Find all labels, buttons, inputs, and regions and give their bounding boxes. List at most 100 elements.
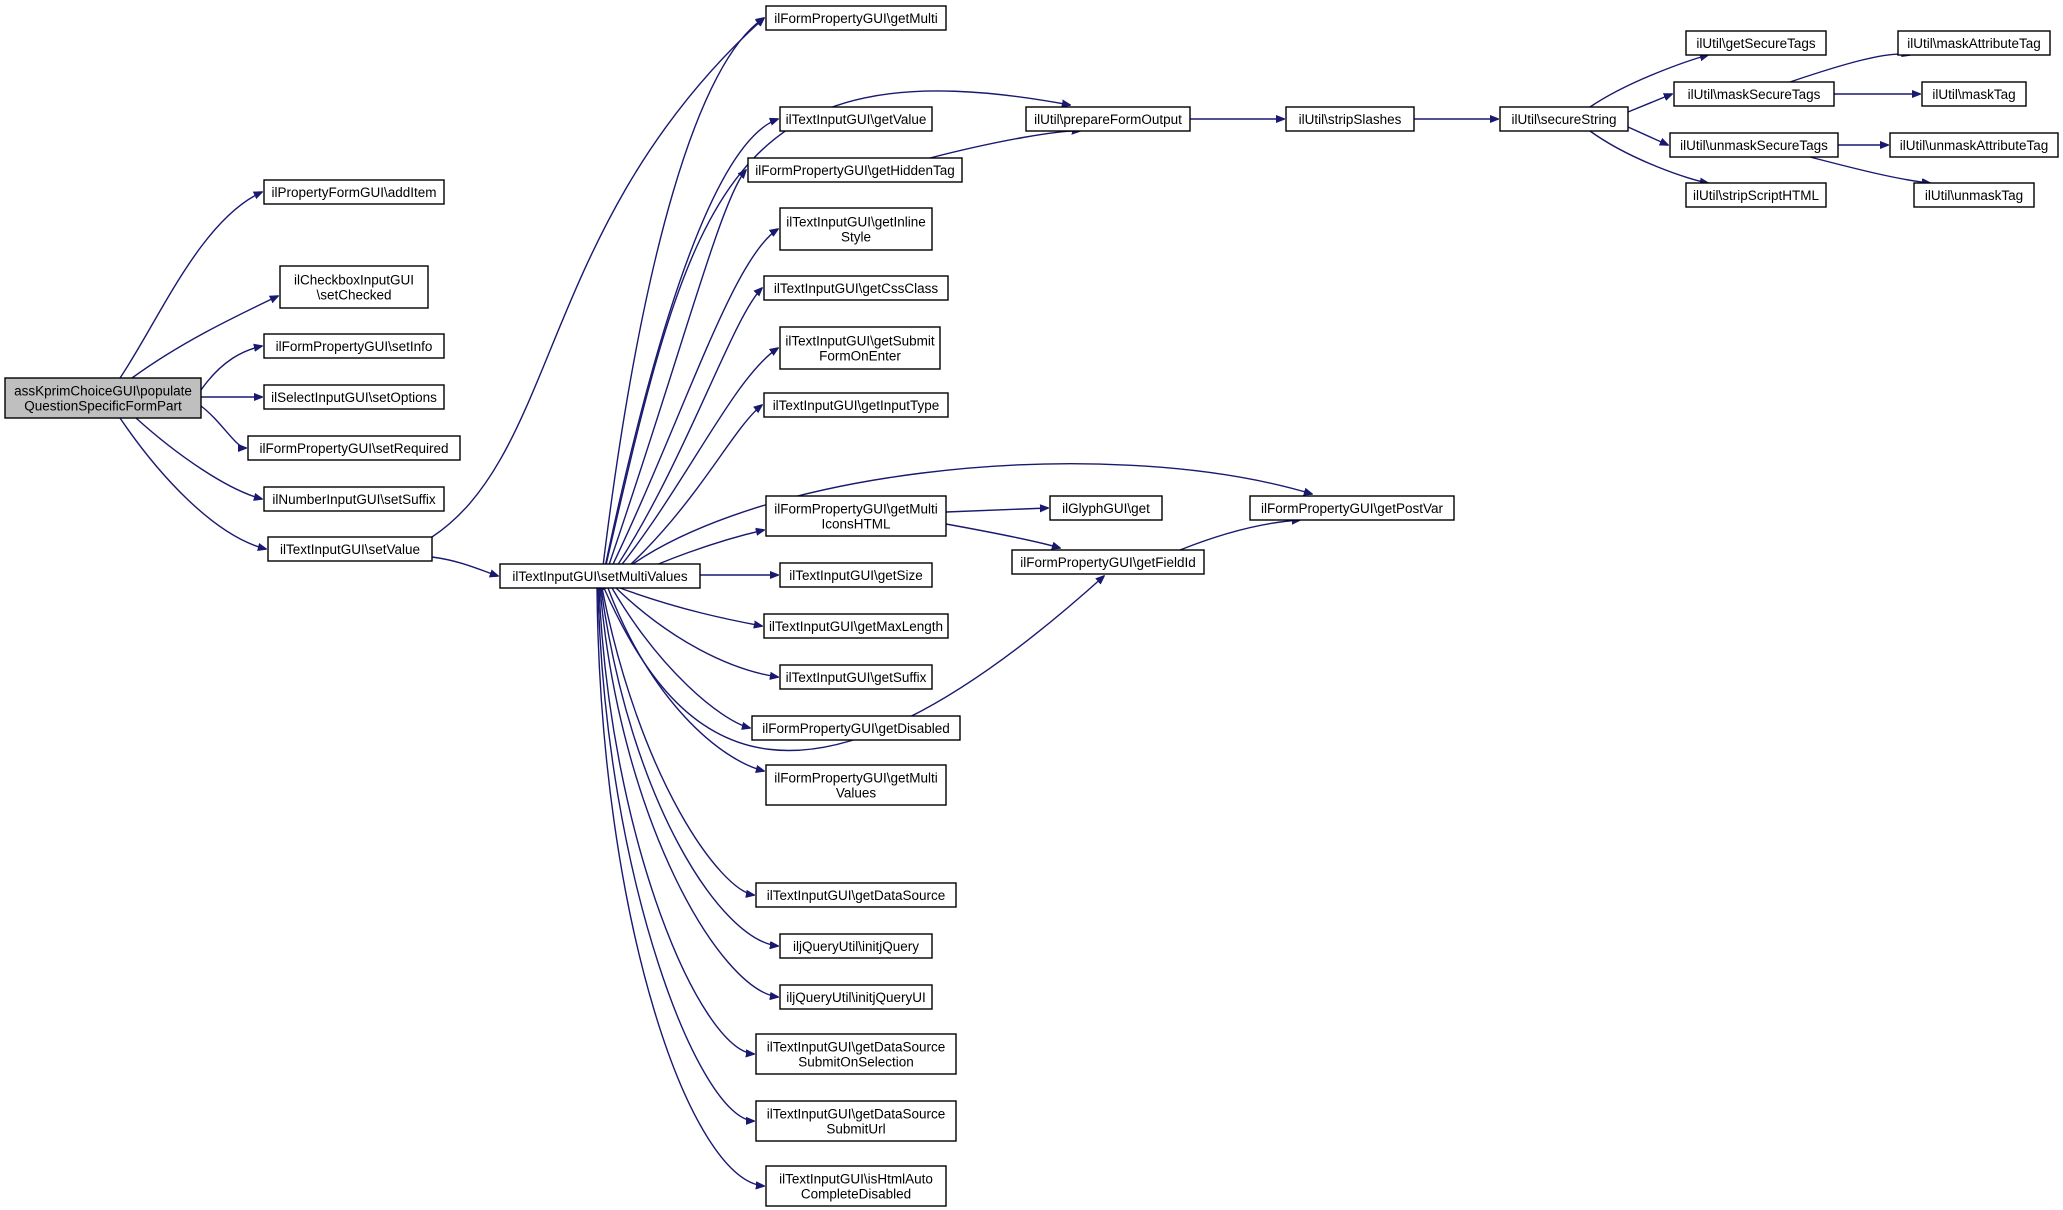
- function-nodes: assKprimChoiceGUI\populateQuestionSpecif…: [4, 5, 2059, 1207]
- edge-setMultiValues-to-getDisabled: [611, 587, 750, 728]
- node-getDataSource[interactable]: ilTextInputGUI\getDataSource: [755, 882, 957, 908]
- edge-unmaskSecureTags-to-unmaskTag: [1809, 156, 1930, 183]
- node-initjQuery[interactable]: iljQueryUtil\initjQuery: [779, 933, 933, 959]
- node-box-setValue: [267, 536, 433, 562]
- node-getInputType[interactable]: ilTextInputGUI\getInputType: [763, 392, 949, 418]
- node-box-glyphGet: [1049, 495, 1163, 521]
- node-label-getMultiIconsHTML-0: ilFormPropertyGUI\getMulti: [774, 502, 938, 517]
- edge-secureString-to-getSecureTags: [1589, 55, 1708, 108]
- node-box-getFieldId: [1011, 549, 1205, 575]
- edge-setMultiValues-to-getFieldId: [603, 576, 1104, 752]
- edge-root-to-addItem: [119, 192, 262, 379]
- edge-setMultiValues-to-getHiddenTag: [599, 170, 746, 592]
- node-getSize[interactable]: ilTextInputGUI\getSize: [779, 562, 933, 588]
- node-label-secureString-0: ilUtil\secureString: [1511, 112, 1616, 127]
- node-getPostVar[interactable]: ilFormPropertyGUI\getPostVar: [1249, 495, 1455, 521]
- node-box-isHtmlAutoCompleteDisabled: [765, 1165, 947, 1207]
- node-box-getValue: [779, 106, 933, 132]
- node-box-getPostVar: [1249, 495, 1455, 521]
- node-label-getSize-0: ilTextInputGUI\getSize: [789, 568, 923, 583]
- node-setChecked[interactable]: ilCheckboxInputGUI\setChecked: [279, 265, 429, 309]
- node-label-getInlineStyle-1: Style: [841, 230, 871, 245]
- node-setSuffix[interactable]: ilNumberInputGUI\setSuffix: [263, 486, 445, 512]
- node-label-getDataSourceSubmitOnSelection-0: ilTextInputGUI\getDataSource: [767, 1040, 946, 1055]
- node-label-setChecked-1: \setChecked: [316, 288, 391, 303]
- node-getDataSourceSubmitOnSelection[interactable]: ilTextInputGUI\getDataSourceSubmitOnSele…: [755, 1033, 957, 1075]
- node-unmaskAttributeTag[interactable]: ilUtil\unmaskAttributeTag: [1889, 132, 2059, 158]
- node-box-getDataSource: [755, 882, 957, 908]
- edge-setMultiValues-to-initjQueryUI: [599, 587, 778, 997]
- node-box-initjQueryUI: [779, 984, 933, 1010]
- node-getSuffix[interactable]: ilTextInputGUI\getSuffix: [779, 664, 933, 690]
- node-label-getDataSourceSubmitUrl-0: ilTextInputGUI\getDataSource: [767, 1107, 946, 1122]
- edge-setMultiValues-to-isHtmlAutoCompleteDisabled: [596, 587, 764, 1186]
- node-box-setInfo: [263, 333, 445, 359]
- node-glyphGet[interactable]: ilGlyphGUI\get: [1049, 495, 1163, 521]
- node-stripScriptHTML[interactable]: ilUtil\stripScriptHTML: [1685, 182, 1827, 208]
- node-label-setSuffix-0: ilNumberInputGUI\setSuffix: [272, 492, 436, 507]
- node-label-root-1: QuestionSpecificFormPart: [24, 399, 182, 414]
- node-prepareFormOutput[interactable]: ilUtil\prepareFormOutput: [1025, 106, 1191, 132]
- node-label-glyphGet-0: ilGlyphGUI\get: [1062, 501, 1150, 516]
- node-label-initjQuery-0: iljQueryUtil\initjQuery: [793, 939, 919, 954]
- node-box-setChecked: [279, 265, 429, 309]
- node-label-getValue-0: ilTextInputGUI\getValue: [786, 112, 927, 127]
- node-setValue[interactable]: ilTextInputGUI\setValue: [267, 536, 433, 562]
- node-label-stripSlashes-0: ilUtil\stripSlashes: [1299, 112, 1402, 127]
- node-maskAttributeTag[interactable]: ilUtil\maskAttributeTag: [1897, 30, 2051, 56]
- node-getMaxLength[interactable]: ilTextInputGUI\getMaxLength: [763, 613, 949, 639]
- edge-setMultiValues-to-getDataSourceSubmitOnSelection: [598, 587, 754, 1054]
- node-box-getHiddenTag: [747, 157, 963, 183]
- node-label-setMultiValues-0: ilTextInputGUI\setMultiValues: [512, 569, 688, 584]
- node-setOptions[interactable]: ilSelectInputGUI\setOptions: [263, 384, 445, 410]
- edge-setMultiValues-to-getValue: [599, 119, 778, 592]
- node-stripSlashes[interactable]: ilUtil\stripSlashes: [1285, 106, 1415, 132]
- node-label-unmaskSecureTags-0: ilUtil\unmaskSecureTags: [1680, 138, 1828, 153]
- edge-setMultiValues-to-initjQuery: [600, 587, 778, 946]
- node-label-getMultiValues-0: ilFormPropertyGUI\getMulti: [774, 771, 938, 786]
- node-label-root-0: assKprimChoiceGUI\populate: [14, 384, 192, 399]
- node-label-getMultiValues-1: Values: [836, 786, 877, 801]
- node-label-getDisabled-0: ilFormPropertyGUI\getDisabled: [762, 721, 950, 736]
- edge-setValue-to-getMulti: [431, 18, 764, 538]
- node-setInfo[interactable]: ilFormPropertyGUI\setInfo: [263, 333, 445, 359]
- node-box-getInlineStyle: [779, 207, 933, 251]
- node-unmaskSecureTags[interactable]: ilUtil\unmaskSecureTags: [1669, 132, 1839, 158]
- edge-root-to-setChecked: [131, 296, 278, 379]
- node-label-setInfo-0: ilFormPropertyGUI\setInfo: [276, 339, 433, 354]
- node-box-maskSecureTags: [1673, 81, 1835, 107]
- edge-root-to-setValue: [119, 417, 266, 549]
- node-isHtmlAutoCompleteDisabled[interactable]: ilTextInputGUI\isHtmlAutoCompleteDisable…: [765, 1165, 947, 1207]
- node-setMultiValues[interactable]: ilTextInputGUI\setMultiValues: [499, 563, 701, 589]
- node-box-stripScriptHTML: [1685, 182, 1827, 208]
- node-box-getMulti: [765, 5, 947, 31]
- edge-setMultiValues-to-getInputType: [599, 405, 762, 592]
- node-box-stripSlashes: [1285, 106, 1415, 132]
- edge-setMultiValues-to-getDataSourceSubmitUrl: [597, 587, 754, 1121]
- node-box-getCssClass: [763, 275, 949, 301]
- node-initjQueryUI[interactable]: iljQueryUtil\initjQueryUI: [779, 984, 933, 1010]
- node-addItem[interactable]: ilPropertyFormGUI\addItem: [263, 179, 445, 205]
- node-secureString[interactable]: ilUtil\secureString: [1499, 106, 1629, 132]
- edge-setMultiValues-to-getMulti: [599, 18, 764, 592]
- node-unmaskTag[interactable]: ilUtil\unmaskTag: [1913, 182, 2035, 208]
- node-label-getDataSource-0: ilTextInputGUI\getDataSource: [767, 888, 946, 903]
- edge-setMultiValues-to-getMultiValues: [607, 587, 764, 771]
- node-getCssClass[interactable]: ilTextInputGUI\getCssClass: [763, 275, 949, 301]
- node-setRequired[interactable]: ilFormPropertyGUI\setRequired: [247, 435, 461, 461]
- node-root[interactable]: assKprimChoiceGUI\populateQuestionSpecif…: [4, 377, 202, 419]
- node-getFieldId[interactable]: ilFormPropertyGUI\getFieldId: [1011, 549, 1205, 575]
- node-maskSecureTags[interactable]: ilUtil\maskSecureTags: [1673, 81, 1835, 107]
- node-getMulti[interactable]: ilFormPropertyGUI\getMulti: [765, 5, 947, 31]
- node-getHiddenTag[interactable]: ilFormPropertyGUI\getHiddenTag: [747, 157, 963, 183]
- node-getSecureTags[interactable]: ilUtil\getSecureTags: [1685, 30, 1827, 56]
- node-getDisabled[interactable]: ilFormPropertyGUI\getDisabled: [751, 715, 961, 741]
- node-getValue[interactable]: ilTextInputGUI\getValue: [779, 106, 933, 132]
- node-maskTag[interactable]: ilUtil\maskTag: [1921, 81, 2027, 107]
